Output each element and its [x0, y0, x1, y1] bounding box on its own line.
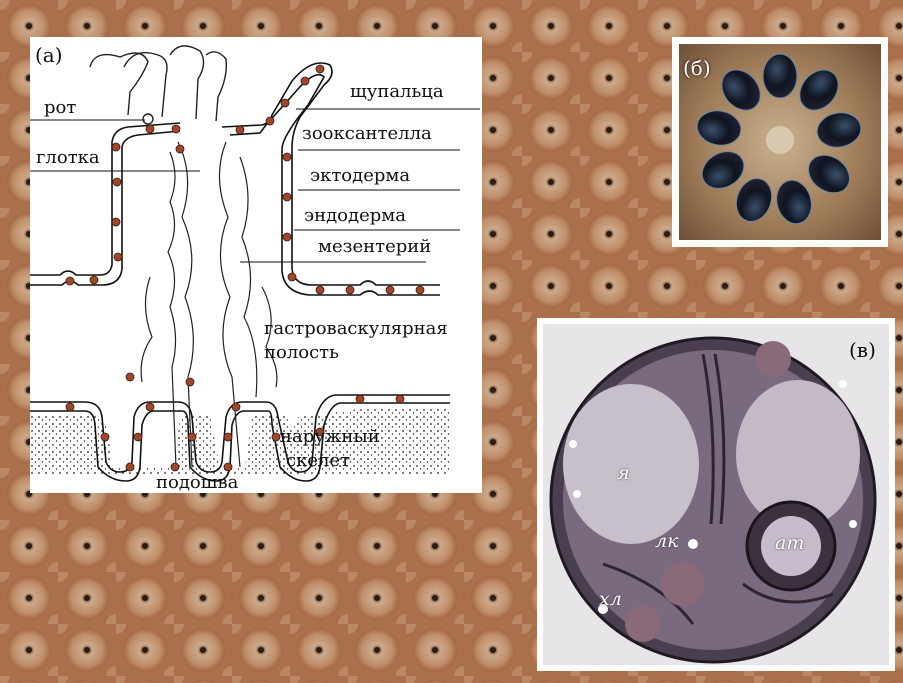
label-lipid-body: лк	[655, 530, 678, 552]
label-pharynx: глотка	[36, 149, 100, 167]
polyp-anatomy-diagram	[30, 37, 482, 493]
micrograph-panel-c: (в) я лк хл ат	[537, 318, 895, 671]
label-chloroplast: хл	[599, 588, 622, 610]
panel-c-letter: (в)	[849, 340, 876, 360]
zooxanthella-micrograph: (в) я лк хл ат	[543, 324, 889, 665]
panel-a-letter: (a)	[35, 45, 63, 65]
label-gastrovascular-line2: полость	[264, 344, 339, 362]
label-nucleus: я	[617, 462, 630, 484]
label-accumulation-body: ат	[775, 532, 804, 554]
label-gastrovascular-line1: гастроваскулярная	[264, 320, 448, 338]
polyp-tentacles-photo: (б)	[679, 44, 881, 240]
panel-b-letter: (б)	[683, 58, 711, 78]
label-endoderm: эндодерма	[304, 207, 406, 225]
photo-panel-b: (б)	[672, 37, 888, 247]
label-ectoderm: эктодерма	[310, 167, 410, 185]
label-mesentery: мезентерий	[318, 238, 431, 256]
cell-micrograph-image	[543, 324, 889, 665]
label-skeleton-line2: скелет	[286, 452, 350, 470]
label-sole: подошва	[156, 474, 238, 492]
label-zooxanthella: зооксантелла	[302, 125, 432, 143]
diagram-panel-a: (a) рот глотка щупальца зооксантелла экт…	[30, 37, 482, 493]
label-tentacles: щупальца	[350, 83, 444, 101]
label-mouth: рот	[44, 99, 76, 117]
label-skeleton-line1: наружный	[280, 428, 380, 446]
